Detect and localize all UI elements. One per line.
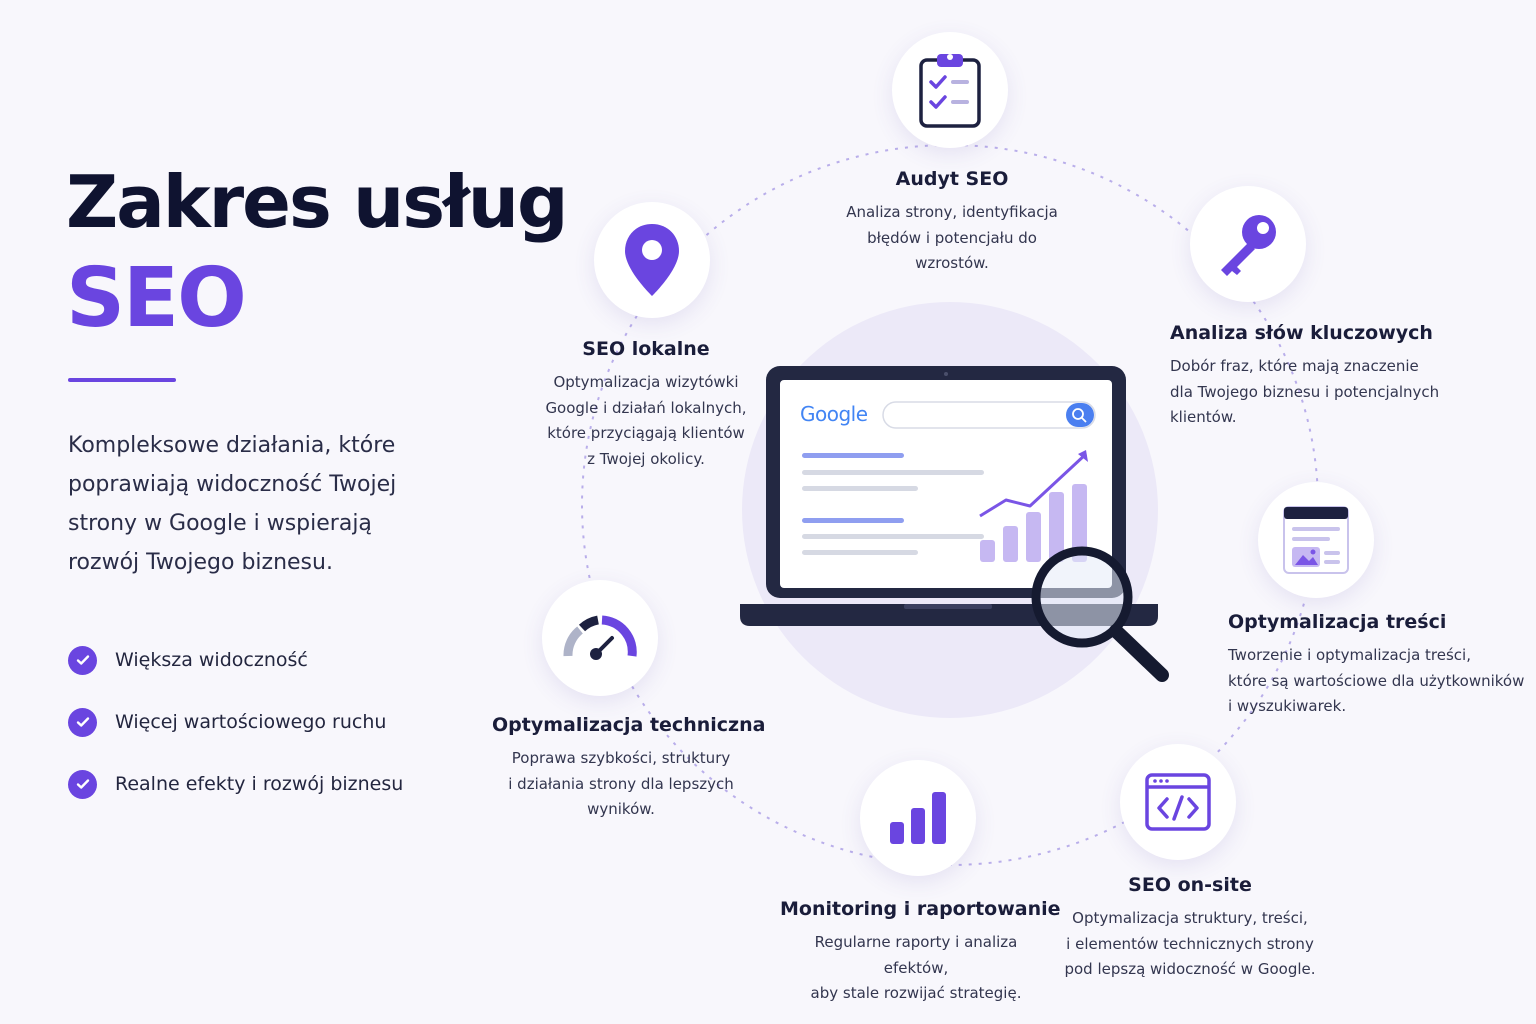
onsite-node [1120, 744, 1236, 860]
benefit-label: Więcej wartościowego ruchu [115, 711, 387, 733]
service-description: Optymalizacja struktury, treści, i eleme… [1064, 909, 1316, 978]
service-description: Optymalizacja wizytówki Google i działań… [545, 373, 747, 468]
audit-service: Audyt SEO Analiza strony, identyfikacja … [832, 168, 1072, 277]
technical-node [542, 580, 658, 696]
service-description: Analiza strony, identyfikacja błędów i p… [846, 203, 1058, 272]
benefit-label: Realne efekty i rozwój biznesu [115, 773, 404, 795]
service-title: Optymalizacja treści [1228, 611, 1447, 633]
service-description: Dobór fraz, które mają znaczenie dla Two… [1170, 357, 1440, 426]
monitoring-service: Monitoring i raportowanie Regularne rapo… [780, 898, 1061, 1007]
service-description: Regularne raporty i analiza efektów, aby… [810, 933, 1022, 1002]
laptop-illustration [740, 366, 1169, 682]
keywords-node [1190, 186, 1306, 302]
bar-chart-icon [890, 792, 946, 844]
check-icon [68, 645, 97, 675]
intro-text: Kompleksowe działania, które poprawiają … [68, 433, 397, 575]
benefit-item: Realne efekty i rozwój biznesu [68, 768, 403, 800]
page-title: Zakres usług [66, 160, 569, 244]
check-icon [68, 707, 97, 737]
content-service: Optymalizacja treści Tworzenie i optymal… [1228, 611, 1528, 720]
onsite-service: SEO on-site Optymalizacja struktury, tre… [1060, 874, 1320, 983]
key-icon [1221, 215, 1276, 276]
service-title: Analiza słów kluczowych [1170, 322, 1433, 344]
service-title: Monitoring i raportowanie [780, 898, 1061, 920]
benefit-item: Większa widoczność [68, 644, 403, 676]
page-title-accent: SEO [66, 251, 247, 346]
local-node [594, 202, 710, 318]
service-description: Tworzenie i optymalizacja treści, które … [1228, 646, 1525, 715]
benefit-list: Większa widoczność Więcej wartościowego … [68, 644, 403, 830]
check-icon [68, 769, 97, 799]
service-description: Poprawa szybkości, struktury i działania… [508, 749, 734, 818]
content-node [1258, 482, 1374, 598]
map-pin-icon [625, 224, 679, 296]
speedometer-icon [563, 615, 637, 660]
monitoring-node [860, 760, 976, 876]
google-logo: Google [800, 402, 868, 426]
benefit-label: Większa widoczność [115, 649, 308, 671]
audit-node [892, 32, 1008, 148]
service-title: Optymalizacja techniczna [492, 714, 766, 736]
keywords-service: Analiza słów kluczowych Dobór fraz, któr… [1170, 322, 1500, 431]
service-title: Audyt SEO [895, 168, 1009, 190]
title-underline [68, 378, 176, 382]
local-service: SEO lokalne Optymalizacja wizytówki Goog… [540, 338, 752, 472]
clipboard-check-icon [919, 54, 981, 128]
code-window-icon [1145, 773, 1211, 831]
technical-service: Optymalizacja techniczna Poprawa szybkoś… [492, 714, 766, 823]
benefit-item: Więcej wartościowego ruchu [68, 706, 403, 738]
service-title: SEO lokalne [582, 338, 710, 360]
content-page-icon [1283, 506, 1349, 574]
service-title: SEO on-site [1128, 874, 1252, 896]
